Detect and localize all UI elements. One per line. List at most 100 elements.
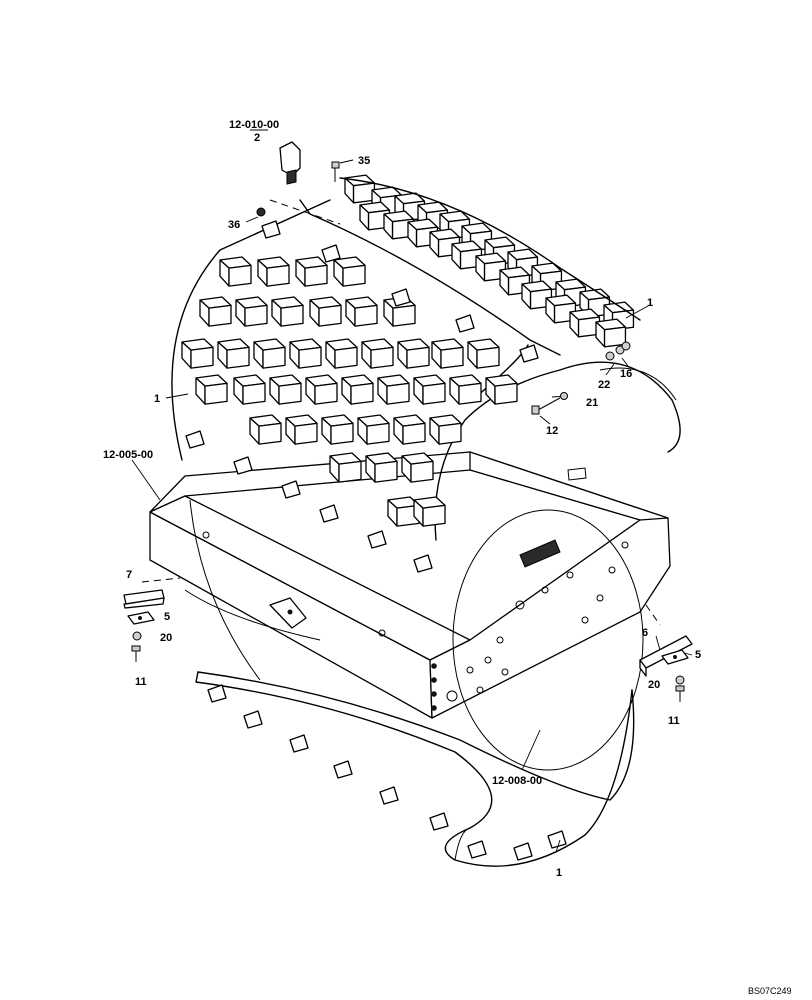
mounting-lug xyxy=(233,456,253,475)
mounting-lug xyxy=(413,554,433,573)
mounting-lug xyxy=(333,760,353,779)
label-item-7: 7 xyxy=(126,569,132,581)
pad-foot xyxy=(305,374,338,405)
pad-foot xyxy=(413,496,446,527)
plate-5-left xyxy=(127,611,155,625)
pad-foot xyxy=(181,338,214,369)
mounting-lug xyxy=(289,734,309,753)
washer-20-right xyxy=(675,675,685,685)
mounting-lug xyxy=(281,480,301,499)
pad-foot xyxy=(219,256,252,287)
pad-foot xyxy=(595,318,627,348)
pad-foot-group xyxy=(181,174,635,861)
label-12-005-00: 12-005-00 xyxy=(103,449,153,461)
mounting-lug xyxy=(513,842,533,861)
label-item-1-left: 1 xyxy=(154,393,160,405)
label-item-2: 2 xyxy=(254,132,260,144)
label-item-5-right: 5 xyxy=(695,649,701,661)
mounting-lug xyxy=(367,530,387,549)
label-item-35: 35 xyxy=(358,155,370,167)
pad-foot xyxy=(431,338,464,369)
lower-shell-segment xyxy=(195,671,635,867)
pad-foot xyxy=(393,414,426,445)
mounting-lug xyxy=(455,314,475,333)
pad-foot xyxy=(569,308,601,338)
upper-shell-segment xyxy=(269,177,641,356)
mounting-lug xyxy=(467,840,487,859)
pad-foot xyxy=(271,296,304,327)
pad-foot xyxy=(333,256,366,287)
mounting-lug xyxy=(207,684,227,703)
pad-foot xyxy=(345,296,378,327)
pad-foot xyxy=(401,452,434,483)
pad-foot xyxy=(413,374,446,405)
pad-foot xyxy=(199,296,232,327)
washer-20-left xyxy=(132,631,142,641)
pad-foot xyxy=(329,452,362,483)
label-item-1-bottom: 1 xyxy=(556,867,562,879)
pad-foot xyxy=(289,338,322,369)
bracket-7 xyxy=(123,589,165,609)
bolt-11-left xyxy=(131,645,141,662)
pad-foot xyxy=(429,414,462,445)
pad-foot xyxy=(341,374,374,405)
pad-foot xyxy=(295,256,328,287)
pad-foot xyxy=(257,256,290,287)
label-item-16: 16 xyxy=(620,368,632,380)
mounting-lug xyxy=(519,344,539,363)
mounting-lug xyxy=(243,710,263,729)
bracket-6 xyxy=(639,635,693,677)
label-item-12: 12 xyxy=(546,425,558,437)
washer-group-right xyxy=(605,341,631,361)
label-item-21: 21 xyxy=(586,397,598,409)
bolt-11-right xyxy=(675,685,685,702)
label-item-36: 36 xyxy=(228,219,240,231)
mounting-lug xyxy=(261,220,281,239)
pad-foot xyxy=(195,374,228,405)
pad-foot xyxy=(377,374,410,405)
mounting-lug xyxy=(547,830,567,849)
pad-foot xyxy=(235,296,268,327)
pad-foot xyxy=(521,280,553,310)
mounting-lug xyxy=(429,812,449,831)
pad-foot xyxy=(325,338,358,369)
bolt-12 xyxy=(531,397,561,415)
label-item-11-left: 11 xyxy=(135,676,147,688)
pad-foot xyxy=(285,414,318,445)
washer-21 xyxy=(560,392,568,400)
label-item-22: 22 xyxy=(598,379,610,391)
label-item-20-left: 20 xyxy=(160,632,172,644)
mounting-lug xyxy=(379,786,399,805)
pad-foot xyxy=(449,374,482,405)
label-item-5-left: 5 xyxy=(164,611,170,623)
mounting-lug xyxy=(321,244,341,263)
mounting-lug xyxy=(185,430,205,449)
label-12-010-00: 12-010-00 xyxy=(229,119,279,131)
pad-foot xyxy=(321,414,354,445)
label-item-6: 6 xyxy=(642,627,648,639)
label-item-20-right: 20 xyxy=(648,679,660,691)
pad-foot xyxy=(249,414,282,445)
pad-foot xyxy=(309,296,342,327)
label-12-008-00: 12-008-00 xyxy=(492,775,542,787)
pad-foot xyxy=(357,414,390,445)
pad-foot xyxy=(387,496,420,527)
pad-foot xyxy=(217,338,250,369)
pad-foot xyxy=(467,338,500,369)
label-item-1-top-right: 1 xyxy=(647,297,653,309)
label-item-11-right: 11 xyxy=(668,715,680,727)
pad-foot xyxy=(397,338,430,369)
pad-foot xyxy=(365,452,398,483)
pad-foot xyxy=(499,266,531,296)
bolt-35 xyxy=(331,161,340,182)
pad-foot xyxy=(253,338,286,369)
clamp-part xyxy=(279,141,301,185)
pad-foot xyxy=(233,374,266,405)
pad-foot xyxy=(485,374,518,405)
plate-5-right xyxy=(661,649,689,665)
drawing-code: BS07C249 xyxy=(748,986,792,996)
pad-foot xyxy=(361,338,394,369)
nut-36 xyxy=(256,207,266,217)
callout-labels: 12-010-00 2 35 36 1 22 16 1 21 12 12-005… xyxy=(103,119,792,996)
